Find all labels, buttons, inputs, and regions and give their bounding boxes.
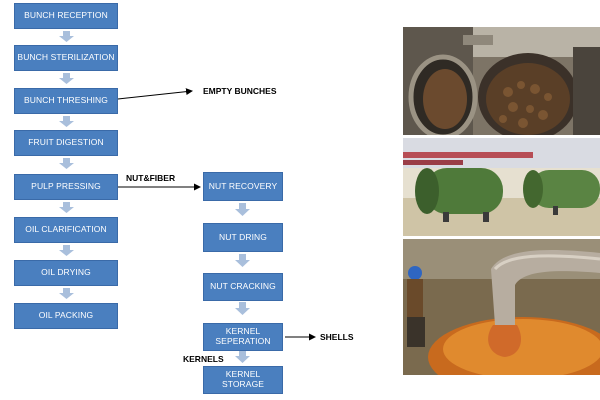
step-kernel-seperation: KERNEL SEPERATION (203, 323, 283, 351)
left-down-arrows (59, 31, 74, 299)
empty-bunches-arrow (117, 88, 193, 100)
step-nut-dring: NUT DRING (203, 223, 283, 252)
shells-label: SHELLS (320, 332, 354, 342)
empty-bunches-label: EMPTY BUNCHES (203, 86, 277, 96)
down-arrow-icon (235, 254, 250, 267)
step-fruit-digestion: FRUIT DIGESTION (14, 130, 118, 156)
down-arrow-icon (59, 202, 74, 213)
down-arrow-icon (59, 116, 74, 127)
nut-fiber-label: NUT&FIBER (126, 173, 176, 183)
kernels-label: KERNELS (183, 354, 224, 364)
down-arrow-icon (59, 31, 74, 42)
down-arrow-icon (59, 73, 74, 84)
down-arrow-icon (235, 302, 250, 315)
step-oil-packing: OIL PACKING (14, 303, 118, 329)
step-pulp-pressing: PULP PRESSING (14, 174, 118, 200)
step-bunch-sterilization: BUNCH STERILIZATION (14, 45, 118, 71)
step-kernel-storage: KERNEL STORAGE (203, 366, 283, 394)
down-arrow-icon (59, 245, 74, 256)
tanks-photo (403, 138, 600, 236)
right-down-arrows (235, 203, 250, 363)
step-bunch-threshing: BUNCH THRESHING (14, 88, 118, 114)
down-arrow-icon (59, 288, 74, 299)
step-nut-recovery: NUT RECOVERY (203, 172, 283, 201)
down-arrow-icon (235, 203, 250, 216)
step-oil-drying: OIL DRYING (14, 260, 118, 286)
step-nut-cracking: NUT CRACKING (203, 273, 283, 301)
down-arrow-icon (59, 158, 74, 169)
oil-pipe-photo (403, 239, 600, 375)
sterilizer-photo (403, 27, 600, 135)
step-bunch-reception: BUNCH RECEPTION (14, 3, 118, 29)
down-arrow-icon (235, 350, 250, 363)
step-oil-clarification: OIL CLARIFICATION (14, 217, 118, 243)
